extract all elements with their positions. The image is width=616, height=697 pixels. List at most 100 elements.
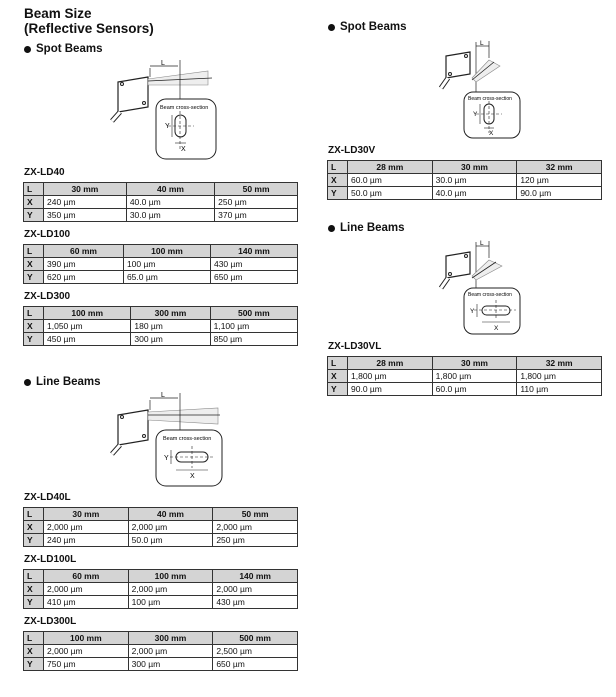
table-header-row: L 30 mm 40 mm 50 mm <box>23 182 298 196</box>
table-cell: 30.0 µm <box>431 173 518 187</box>
table-cell: 750 µm <box>43 657 129 671</box>
right-line-caption: Beam cross-section <box>468 292 512 298</box>
table-header-row: L 100 mm 300 mm 500 mm <box>23 631 298 645</box>
model-zx-ld100: ZX-LD100 <box>24 229 71 240</box>
table-row: X 2,000 µm 2,000 µm 2,000 µm <box>23 520 298 534</box>
table-header-row: L 30 mm 40 mm 50 mm <box>23 507 298 521</box>
table-cell: 240 µm <box>43 195 127 209</box>
table-cell: 1,800 µm <box>516 369 602 383</box>
beam-table-zx-ld40l: L 30 mm 40 mm 50 mm X 2,000 µm 2,000 µm … <box>23 507 298 547</box>
table-row: Y 90.0 µm 60.0 µm 110 µm <box>327 382 602 396</box>
model-zx-ld40l: ZX-LD40L <box>24 492 71 503</box>
table-cell: 120 µm <box>516 173 602 187</box>
header-col: 100 mm <box>127 569 214 583</box>
table-cell: 60.0 µm <box>347 173 433 187</box>
table-row: X 1,050 µm 180 µm 1,100 µm <box>23 319 299 333</box>
left-spot-beam-diagram: L Beam cross-section Y X <box>110 60 217 160</box>
table-cell: 2,000 µm <box>212 520 298 534</box>
right-spot-L-label: L <box>480 40 484 47</box>
left-spot-X-label: X <box>181 146 186 153</box>
left-line-Y-label: Y <box>164 455 169 462</box>
table-cell: 90.0 µm <box>516 186 602 200</box>
row-label: X <box>327 369 348 383</box>
header-col: 32 mm <box>516 160 602 174</box>
table-cell: 2,000 µm <box>43 644 129 658</box>
right-spot-heading-text: Spot Beams <box>340 21 407 33</box>
model-zx-ld30v: ZX-LD30V <box>328 145 376 156</box>
model-zx-ld30vl: ZX-LD30VL <box>328 341 382 352</box>
table-cell: 390 µm <box>43 257 124 271</box>
table-row: X 60.0 µm 30.0 µm 120 µm <box>327 173 602 187</box>
table-cell: 40.0 µm <box>125 195 216 209</box>
left-line-beam-diagram: L Beam cross-section Y X <box>110 392 223 487</box>
table-cell: 620 µm <box>43 270 124 284</box>
header-L: L <box>23 244 44 258</box>
model-zx-ld40: ZX-LD40 <box>24 167 65 178</box>
beam-table-zx-ld100l: L 60 mm 100 mm 140 mm X 2,000 µm 2,000 µ… <box>23 569 298 609</box>
left-spot-heading: Spot Beams <box>24 43 102 55</box>
header-col: 300 mm <box>130 306 211 320</box>
header-col: 30 mm <box>431 356 518 370</box>
title-line-2: (Reflective Sensors) <box>24 21 154 36</box>
table-header-row: L 100 mm 300 mm 500 mm <box>23 306 299 320</box>
right-line-heading-text: Line Beams <box>340 222 405 234</box>
table-cell: 100 µm <box>127 595 214 609</box>
row-label: X <box>23 257 44 271</box>
model-zx-ld300l: ZX-LD300L <box>24 616 77 627</box>
right-spot-beam-diagram: L Beam cross-section Y X <box>438 40 521 139</box>
header-L: L <box>23 569 44 583</box>
model-zx-ld300: ZX-LD300 <box>24 291 71 302</box>
table-header-row: L 60 mm 100 mm 140 mm <box>23 569 298 583</box>
table-row: Y 240 µm 50.0 µm 250 µm <box>23 533 298 547</box>
right-spot-caption: Beam cross-section <box>468 96 512 102</box>
header-col: 32 mm <box>516 356 602 370</box>
bullet-icon <box>328 23 335 31</box>
row-label: X <box>23 319 44 333</box>
table-cell: 240 µm <box>43 533 129 547</box>
title-line-1: Beam Size <box>24 6 92 21</box>
table-cell: 430 µm <box>209 257 299 271</box>
row-label: Y <box>327 382 348 396</box>
table-row: X 240 µm 40.0 µm 250 µm <box>23 195 298 209</box>
header-col: 100 mm <box>42 306 132 320</box>
header-col: 30 mm <box>43 507 129 521</box>
header-col: 28 mm <box>347 356 433 370</box>
beam-table-zx-ld100: L 60 mm 100 mm 140 mm X 390 µm 100 µm 43… <box>23 244 299 284</box>
table-cell: 300 µm <box>127 657 214 671</box>
table-cell: 100 µm <box>122 257 211 271</box>
table-cell: 300 µm <box>130 332 211 346</box>
right-spot-heading: Spot Beams <box>328 21 406 33</box>
table-row: X 390 µm 100 µm 430 µm <box>23 257 299 271</box>
table-cell: 50.0 µm <box>127 533 214 547</box>
header-L: L <box>23 182 44 196</box>
table-cell: 110 µm <box>516 382 602 396</box>
left-spot-Y-label: Y <box>165 123 170 130</box>
table-header-row: L 28 mm 30 mm 32 mm <box>327 160 602 174</box>
row-label: Y <box>23 332 44 346</box>
row-label: X <box>23 644 44 658</box>
table-row: Y 750 µm 300 µm 650 µm <box>23 657 298 671</box>
right-spot-Y-label: Y <box>473 111 478 118</box>
header-col: 40 mm <box>127 507 214 521</box>
row-label: Y <box>23 270 44 284</box>
table-cell: 65.0 µm <box>122 270 211 284</box>
page-title: Beam Size (Reflective Sensors) <box>24 6 154 36</box>
table-cell: 30.0 µm <box>125 208 216 222</box>
bullet-icon <box>24 378 31 386</box>
table-row: Y 50.0 µm 40.0 µm 90.0 µm <box>327 186 602 200</box>
table-cell: 2,000 µm <box>43 520 129 534</box>
row-label: X <box>23 195 44 209</box>
header-col: 30 mm <box>43 182 127 196</box>
right-line-X-label: X <box>494 325 499 332</box>
header-col: 60 mm <box>43 244 124 258</box>
header-L: L <box>23 306 44 320</box>
header-col: 140 mm <box>212 569 298 583</box>
table-row: Y 620 µm 65.0 µm 650 µm <box>23 270 299 284</box>
table-cell: 40.0 µm <box>431 186 518 200</box>
header-col: 500 mm <box>209 306 299 320</box>
table-row: Y 350 µm 30.0 µm 370 µm <box>23 208 298 222</box>
table-header-row: L 60 mm 100 mm 140 mm <box>23 244 299 258</box>
table-cell: 2,000 µm <box>127 644 214 658</box>
header-col: 140 mm <box>209 244 299 258</box>
table-cell: 1,800 µm <box>347 369 433 383</box>
